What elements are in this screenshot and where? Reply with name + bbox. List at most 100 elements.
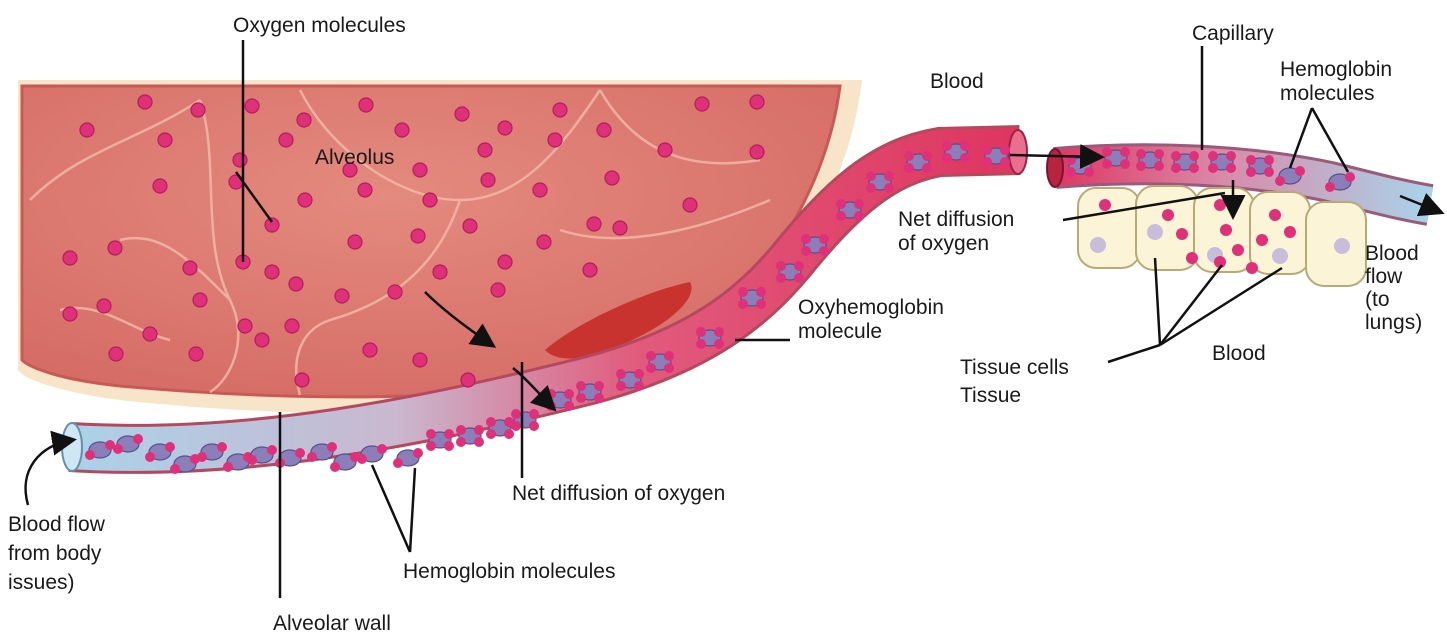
oxygen-molecule [433, 265, 447, 279]
oxygen-molecule [109, 347, 123, 361]
oxyhemoglobin-molecule [456, 425, 484, 447]
label-oxygen-molecules: Oxygen molecules [233, 14, 406, 38]
oxyhemoglobin-molecule [426, 429, 454, 451]
oxygen-molecule [193, 293, 207, 307]
label-blood-top: Blood [930, 70, 984, 94]
oxygen-molecule [245, 99, 259, 113]
oxygen-molecule [143, 327, 157, 341]
oxygen-molecule [553, 103, 567, 117]
oxyhemoglobin-molecule [904, 151, 932, 173]
oxyhemoglobin-molecule [776, 261, 804, 283]
label-blood-flow-body-line-3: issues) [8, 568, 105, 597]
oxygen-molecule [583, 263, 597, 277]
label-blood-bottom: Blood [1212, 342, 1266, 366]
oxyhemoglobin-molecule [486, 417, 514, 439]
oxyhemoglobin-molecule [546, 389, 574, 411]
oxygen-molecule [233, 153, 247, 167]
alveolus-shape [18, 80, 862, 413]
oxygen-molecule [478, 143, 492, 157]
oxygen-molecule [289, 277, 303, 291]
oxygen-molecule [358, 183, 372, 197]
label-blood-flow-body-line-1: Blood flow [8, 510, 105, 539]
oxygen-molecule [1269, 209, 1281, 221]
label-oxyhemoglobin-line-2: molecule [798, 320, 944, 344]
oxygen-molecule [359, 98, 373, 112]
oxygen-molecule [423, 193, 437, 207]
label-hemoglobin-right-line-1: Hemoglobin [1280, 58, 1392, 82]
oxygen-molecule [533, 183, 547, 197]
label-tissue-cells: Tissue cells Tissue [960, 354, 1069, 410]
oxygen-molecule [537, 235, 551, 249]
oxygen-molecule [1214, 199, 1226, 211]
oxygen-molecule [238, 319, 252, 333]
label-alveolus: Alveolus [315, 146, 394, 170]
oxygen-molecule [388, 285, 402, 299]
label-hemoglobin-right-line-2: molecules [1280, 82, 1392, 106]
oxygen-molecule [683, 198, 697, 212]
oxygen-molecule [463, 219, 477, 233]
label-oxyhemoglobin-line-1: Oxyhemoglobin [798, 296, 944, 320]
oxyhemoglobin-molecule [801, 234, 829, 256]
oxyhemoglobin-molecule [836, 199, 864, 221]
oxygen-molecule [265, 265, 279, 279]
oxygen-molecule [1284, 226, 1296, 238]
oxygen-molecule [498, 121, 512, 135]
label-oxyhemoglobin: Oxyhemoglobin molecule [798, 296, 944, 344]
label-net-diffusion-right: Net diffusion of oxygen [898, 208, 1014, 256]
oxyhemoglobin-molecule [511, 409, 539, 431]
label-blood-flow-lungs-line-4: lungs) [1365, 311, 1422, 334]
oxygen-molecule [413, 353, 427, 367]
oxygen-molecule [255, 333, 269, 347]
oxygen-molecule [1246, 262, 1258, 274]
oxyhemoglobin-molecule [1066, 155, 1094, 177]
oxygen-molecule [695, 97, 709, 111]
oxygen-molecule [587, 217, 601, 231]
oxygen-molecule [97, 299, 111, 313]
label-hemoglobin-right: Hemoglobin molecules [1280, 58, 1392, 106]
oxyhemoglobin-molecule [1246, 155, 1274, 177]
oxyhemoglobin-molecule [646, 351, 674, 373]
oxygen-molecule [1186, 252, 1198, 264]
oxygen-molecule [335, 289, 349, 303]
oxygen-molecule [1176, 228, 1188, 240]
oxyhemoglobin-molecule [1208, 151, 1236, 173]
label-tissue-cells-line-1: Tissue cells [960, 354, 1069, 382]
oxygen-molecule [138, 95, 152, 109]
oxygen-molecule [80, 123, 94, 137]
oxygen-molecule [395, 123, 409, 137]
label-blood-flow-lungs-line-2: flow [1365, 265, 1422, 288]
label-blood-flow-body-line-2: from body [8, 539, 105, 568]
oxygen-molecule [548, 133, 562, 147]
oxygen-molecule [153, 179, 167, 193]
label-hemoglobin-bottom: Hemoglobin molecules [403, 560, 615, 584]
oxyhemoglobin-molecule [1171, 151, 1199, 173]
oxygen-molecule [183, 261, 197, 275]
oxygen-molecule [491, 283, 505, 297]
hemoglobin-molecule [393, 448, 423, 468]
oxygen-molecule [298, 193, 312, 207]
oxygen-molecule [279, 133, 293, 147]
oxygen-molecule [158, 133, 172, 147]
oxygen-molecule [295, 373, 309, 387]
oxygen-molecule [461, 373, 475, 387]
oxygen-molecule [413, 163, 427, 177]
label-blood-flow-body: Blood flow from body issues) [8, 510, 105, 597]
oxyhemoglobin-molecule [738, 287, 766, 309]
label-tissue-cells-line-2: Tissue [960, 382, 1069, 410]
oxygen-molecule [189, 347, 203, 361]
label-net-diffusion-right-line-1: Net diffusion [898, 208, 1014, 232]
oxygen-molecule [455, 107, 469, 121]
oxygen-molecule [348, 235, 362, 249]
oxyhemoglobin-molecule [866, 171, 894, 193]
oxygen-molecule [411, 229, 425, 243]
oxyhemoglobin-molecule [576, 381, 604, 403]
label-blood-flow-lungs: Blood flow (to lungs) [1365, 242, 1422, 334]
label-net-diffusion-bottom: Net diffusion of oxygen [512, 482, 725, 506]
oxygen-molecule [613, 221, 627, 235]
label-net-diffusion-right-line-2: of oxygen [898, 232, 1014, 256]
oxygen-molecule [498, 255, 512, 269]
oxyhemoglobin-molecule [1136, 149, 1164, 171]
oxygen-molecule [1220, 224, 1232, 236]
